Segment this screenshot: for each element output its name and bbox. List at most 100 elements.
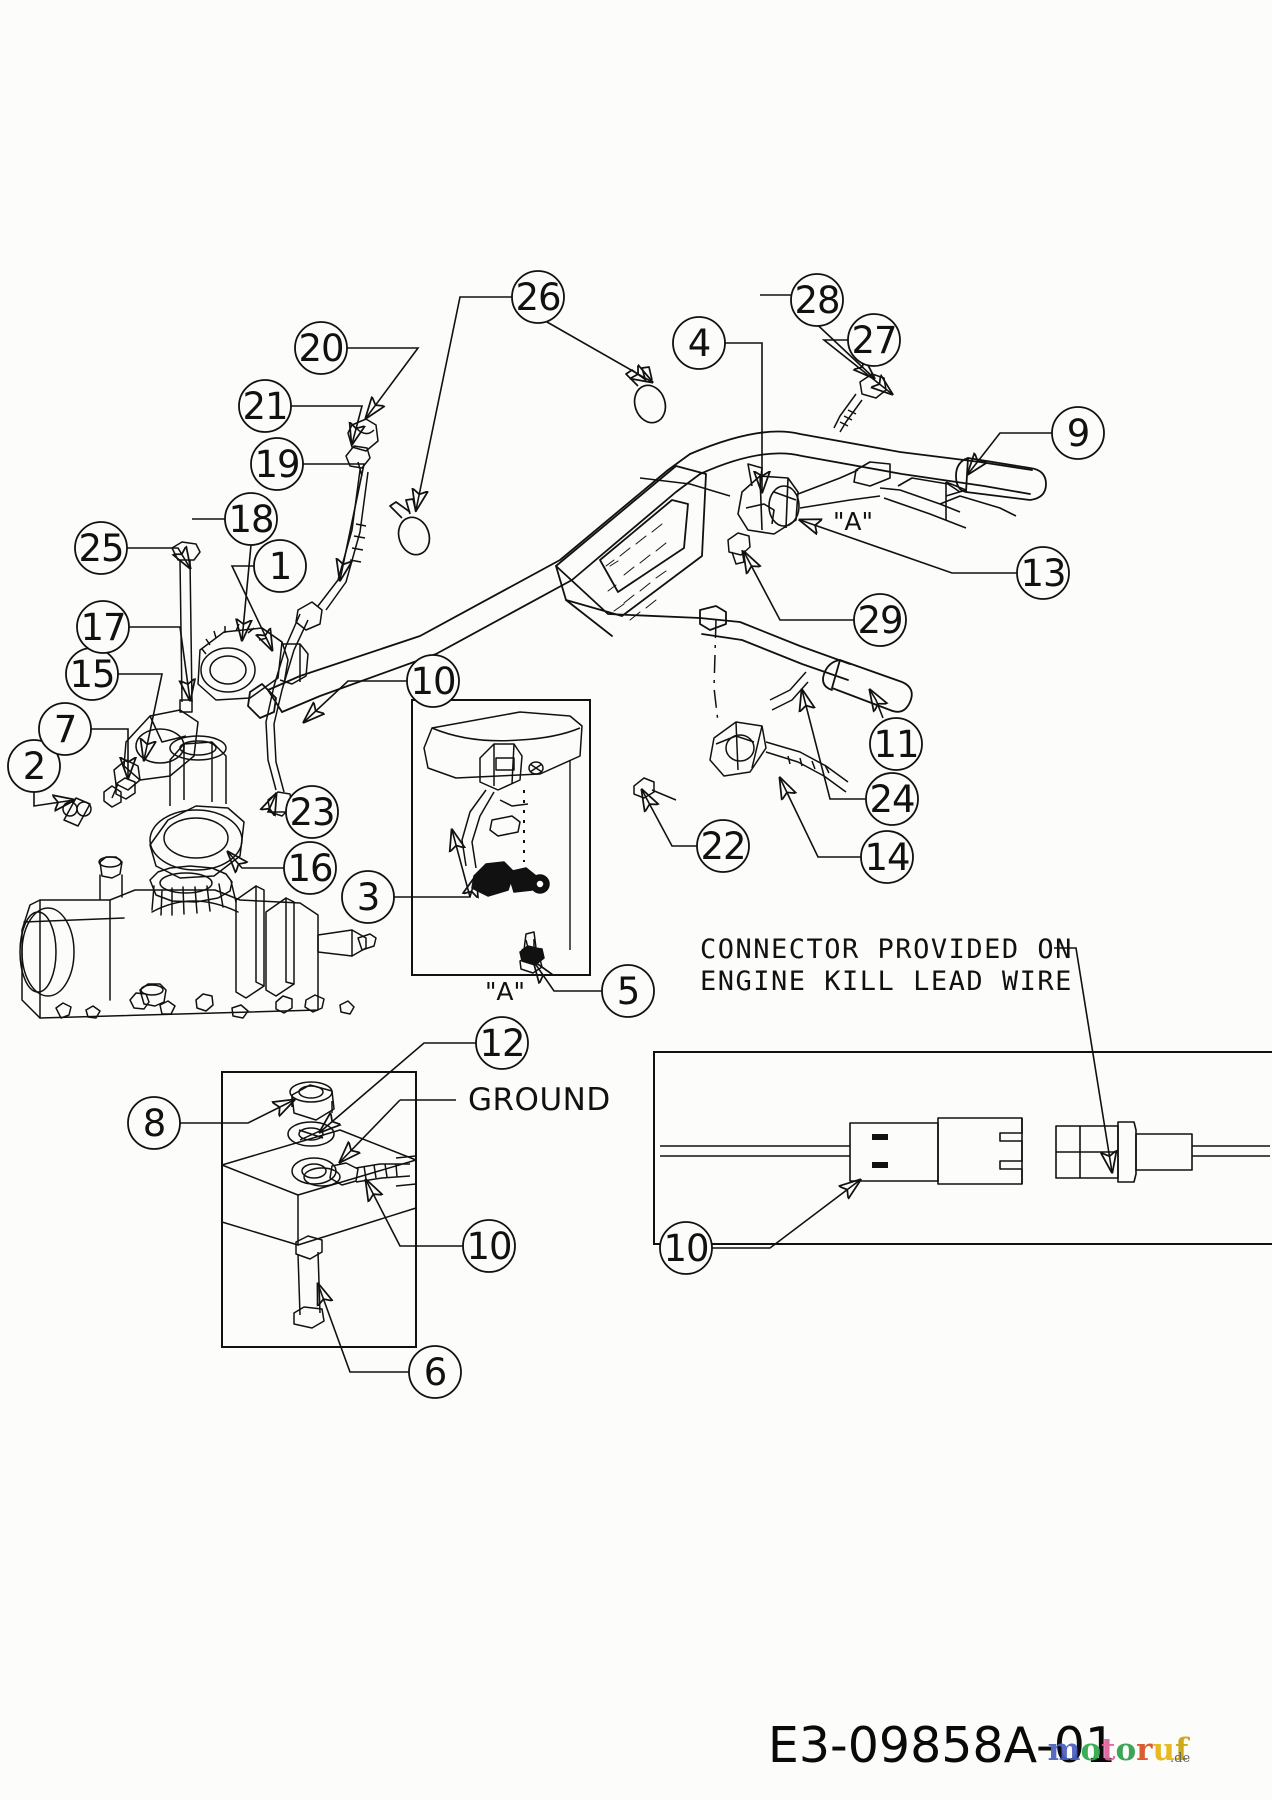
throttle-control-assembly: [639, 461, 1017, 535]
callout-number: 6: [424, 1351, 447, 1394]
callout-circle: [462, 1219, 516, 1273]
callout-25[interactable]: 25: [74, 521, 128, 575]
callout-number: 3: [357, 876, 380, 919]
callout-22[interactable]: 22: [696, 819, 750, 873]
callout-circle: [285, 785, 339, 839]
callout-number: 13: [1020, 552, 1065, 595]
callout-16[interactable]: 16: [283, 841, 337, 895]
callout-number: 17: [80, 606, 125, 649]
drawing-number: E3-09858A-01: [768, 1717, 1116, 1774]
callout-circle: [511, 270, 565, 324]
handle-frame: [247, 430, 1047, 719]
callout-number: 18: [228, 498, 273, 541]
callout-number: 26: [515, 276, 560, 319]
callout-circle: [853, 593, 907, 647]
callout-27[interactable]: 27: [847, 313, 901, 367]
callout-number: 29: [857, 599, 902, 642]
tiller-body-assembly: [19, 856, 377, 1019]
ground-leader-arrow: [340, 1099, 401, 1162]
callout-number: 20: [298, 327, 343, 370]
callout-24[interactable]: 24: [865, 772, 919, 826]
callout-circle: [341, 870, 395, 924]
callout-4[interactable]: 4: [672, 316, 726, 370]
callout-7[interactable]: 7: [38, 702, 92, 756]
callout-14[interactable]: 14: [860, 830, 914, 884]
callout-10[interactable]: 10: [462, 1219, 516, 1273]
callout-10[interactable]: 10: [406, 654, 460, 708]
callout-number: 8: [143, 1102, 166, 1145]
callout-number: 10: [410, 660, 455, 703]
callout-number: 4: [688, 322, 711, 365]
connector-note-line-2: ENGINE KILL LEAD WIRE: [700, 966, 1073, 997]
watermark: motoruf .de: [1048, 1732, 1191, 1768]
callout-circle: [238, 379, 292, 433]
callout-18[interactable]: 18: [224, 492, 278, 546]
callout-circle: [865, 772, 919, 826]
callout-number: 9: [1067, 412, 1090, 455]
callout-circle: [1016, 546, 1070, 600]
callout-17[interactable]: 17: [76, 600, 130, 654]
callout-number: 15: [69, 653, 114, 696]
ground-label: GROUND: [468, 1082, 611, 1118]
callout-number: 12: [479, 1022, 524, 1065]
callout-2[interactable]: 2: [7, 739, 61, 793]
callout-10[interactable]: 10: [659, 1221, 713, 1275]
leader-lines: [33, 294, 1052, 1373]
callout-circle: [847, 313, 901, 367]
detail-a-label: "A": [485, 977, 525, 1006]
callout-circle: [475, 1016, 529, 1070]
callout-21[interactable]: 21: [238, 379, 292, 433]
callout-number: 5: [617, 970, 640, 1013]
callout-circle: [253, 539, 307, 593]
callout-number: 1: [269, 545, 292, 588]
callout-13[interactable]: 13: [1016, 546, 1070, 600]
callout-circle: [1051, 406, 1105, 460]
callout-20[interactable]: 20: [294, 321, 348, 375]
callout-28[interactable]: 28: [790, 273, 844, 327]
callout-number: 25: [78, 527, 123, 570]
connector-note-line-1: CONNECTOR PROVIDED ON: [700, 934, 1073, 965]
callout-number: 24: [869, 778, 914, 821]
callout-12[interactable]: 12: [475, 1016, 529, 1070]
callout-circle: [127, 1096, 181, 1150]
universal-joint-cluster: [103, 623, 309, 879]
callout-11[interactable]: 11: [869, 717, 923, 771]
callout-number: 22: [700, 825, 745, 868]
callout-number: 11: [873, 723, 918, 766]
callout-number: 10: [663, 1227, 708, 1270]
callout-circle: [601, 964, 655, 1018]
callout-8[interactable]: 8: [127, 1096, 181, 1150]
callout-9[interactable]: 9: [1051, 406, 1105, 460]
callout-number: 2: [23, 745, 46, 788]
callout-circle: [283, 841, 337, 895]
callout-number: 7: [54, 708, 77, 751]
callout-6[interactable]: 6: [408, 1345, 462, 1399]
callout-29[interactable]: 29: [853, 593, 907, 647]
callout-circle: [672, 316, 726, 370]
callout-circle: [250, 437, 304, 491]
svg-text:.de: .de: [1170, 1751, 1190, 1766]
callout-15[interactable]: 15: [65, 647, 119, 701]
callout-circle: [659, 1221, 713, 1275]
callout-circle: [696, 819, 750, 873]
callout-3[interactable]: 3: [341, 870, 395, 924]
detail-box-connector: [653, 1051, 1272, 1245]
detail-box-a: [411, 699, 591, 976]
callout-circle: [406, 654, 460, 708]
callout-26[interactable]: 26: [511, 270, 565, 324]
callout-number: 14: [864, 836, 909, 879]
callout-5[interactable]: 5: [601, 964, 655, 1018]
callout-circle: [790, 273, 844, 327]
callout-number: 10: [466, 1225, 511, 1268]
callout-circle: [869, 717, 923, 771]
callout-1[interactable]: 1: [253, 539, 307, 593]
detail-a-label-2: "A": [833, 507, 873, 536]
callout-circle: [76, 600, 130, 654]
callout-23[interactable]: 23: [285, 785, 339, 839]
callout-number: 28: [794, 279, 839, 322]
callout-number: 21: [242, 385, 287, 428]
callout-number: 23: [289, 791, 334, 834]
callout-19[interactable]: 19: [250, 437, 304, 491]
